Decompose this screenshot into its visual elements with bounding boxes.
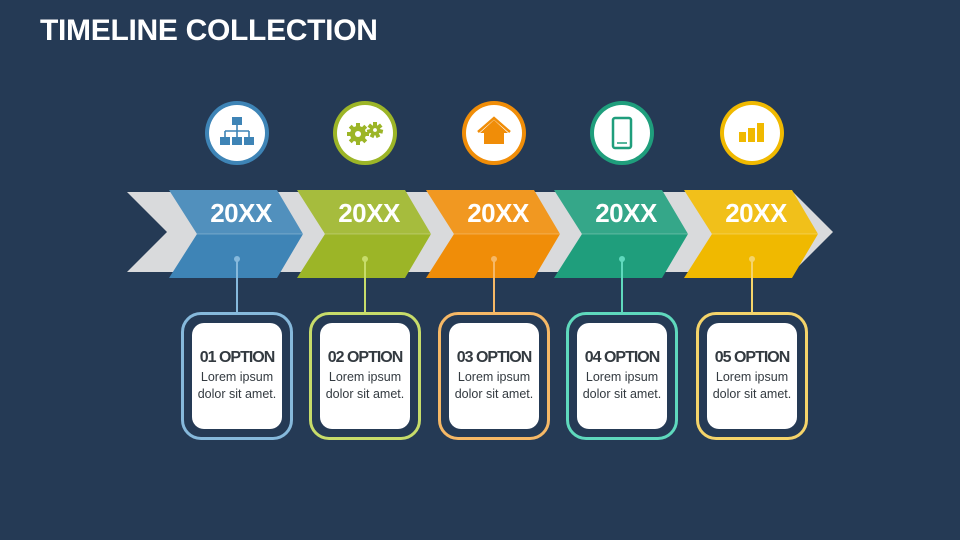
option-title: 04 OPTION [584,349,661,366]
hierarchy-icon [205,101,269,165]
timeline-year-5: 20XX [725,198,787,228]
bar-chart-icon [720,101,784,165]
option-description: Lorem ipsum dolor sit amet. [712,370,792,401]
page-title: TIMELINE COLLECTION [40,14,378,47]
option-title: 03 OPTION [456,349,533,366]
option-card-body: 02 OPTION Lorem ipsum dolor sit amet. [320,323,410,429]
option-title: 01 OPTION [199,349,276,366]
option-description: Lorem ipsum dolor sit amet. [582,370,662,401]
option-card-1: 01 OPTION Lorem ipsum dolor sit amet. [181,312,293,440]
option-card-4: 04 OPTION Lorem ipsum dolor sit amet. [566,312,678,440]
timeline-year-1: 20XX [210,198,272,228]
option-card-body: 05 OPTION Lorem ipsum dolor sit amet. [707,323,797,429]
chevron-arrow-4 [554,190,688,278]
option-title: 05 OPTION [714,349,791,366]
tablet-icon [590,101,654,165]
option-card-body: 01 OPTION Lorem ipsum dolor sit amet. [192,323,282,429]
chevron-arrow-5 [684,190,818,278]
home-icon [462,101,526,165]
chevron-arrow-3 [426,190,560,278]
option-description: Lorem ipsum dolor sit amet. [197,370,277,401]
timeline-year-4: 20XX [595,198,657,228]
option-card-body: 04 OPTION Lorem ipsum dolor sit amet. [577,323,667,429]
option-card-body: 03 OPTION Lorem ipsum dolor sit amet. [449,323,539,429]
timeline-year-3: 20XX [467,198,529,228]
option-description: Lorem ipsum dolor sit amet. [325,370,405,401]
chevron-arrow-1 [169,190,303,278]
option-title: 02 OPTION [327,349,404,366]
gears-icon [333,101,397,165]
option-card-5: 05 OPTION Lorem ipsum dolor sit amet. [696,312,808,440]
chevron-arrow-2 [297,190,431,278]
option-card-2: 02 OPTION Lorem ipsum dolor sit amet. [309,312,421,440]
option-card-3: 03 OPTION Lorem ipsum dolor sit amet. [438,312,550,440]
timeline-year-2: 20XX [338,198,400,228]
option-description: Lorem ipsum dolor sit amet. [454,370,534,401]
